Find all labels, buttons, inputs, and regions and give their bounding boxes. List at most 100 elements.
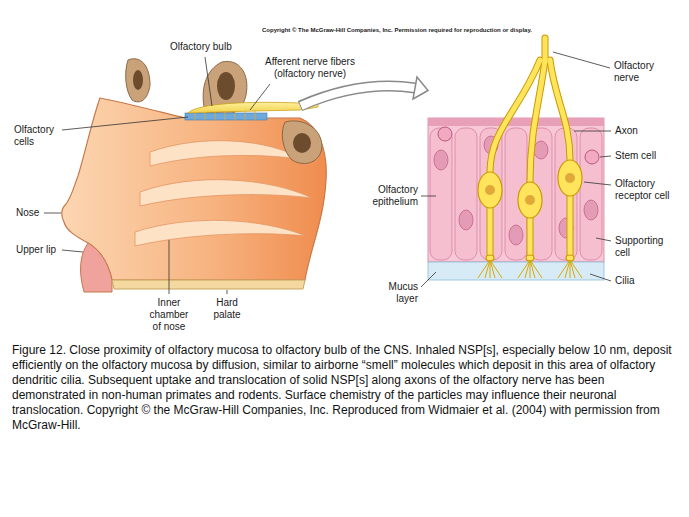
zoom-arrow bbox=[301, 86, 415, 106]
receptor-neurons bbox=[525, 195, 535, 205]
receptor-neurons bbox=[490, 38, 570, 256]
leader-lines bbox=[574, 131, 611, 132]
receptor-neurons bbox=[567, 196, 574, 256]
stem-cells bbox=[585, 150, 599, 164]
leader-lines bbox=[421, 272, 436, 287]
supporting-cells bbox=[455, 128, 477, 260]
receptor-neurons bbox=[478, 160, 582, 261]
leader-lines bbox=[169, 240, 170, 294]
cilia bbox=[558, 260, 582, 278]
nasal-cavity bbox=[62, 98, 326, 280]
stem-cells bbox=[438, 127, 452, 141]
part-label: Axon bbox=[615, 125, 638, 137]
receptor-neurons bbox=[490, 38, 570, 256]
leader-lines bbox=[44, 52, 611, 294]
part-label: Stem cell bbox=[615, 150, 656, 162]
turbinate bbox=[135, 220, 306, 246]
receptor-neurons bbox=[542, 38, 549, 62]
epithelium bbox=[428, 118, 604, 262]
afferent-fibers bbox=[235, 111, 236, 120]
leader-lines bbox=[590, 274, 611, 281]
leader-lines bbox=[44, 213, 61, 214]
receptor-neurons bbox=[565, 173, 575, 183]
stem-cells bbox=[438, 127, 599, 164]
cilia bbox=[478, 260, 502, 278]
part-label: Supporting cell bbox=[615, 235, 673, 259]
leader-lines bbox=[62, 117, 188, 130]
receptor-neurons bbox=[550, 60, 570, 160]
leader-lines bbox=[421, 196, 436, 197]
receptor-neurons bbox=[485, 185, 495, 195]
cilia bbox=[478, 260, 582, 278]
part-label: Olfactory nerve bbox=[614, 60, 672, 84]
leader-lines bbox=[250, 84, 270, 110]
part-label: Upper lip bbox=[16, 244, 56, 256]
part-label: Cilia bbox=[615, 275, 634, 287]
cell-nuclei bbox=[509, 225, 523, 245]
turbinate bbox=[150, 141, 304, 166]
part-label: Nose bbox=[16, 207, 39, 219]
receptor-neurons bbox=[528, 218, 533, 256]
copyright-notice: Copyright © The McGraw-Hill Companies, I… bbox=[262, 26, 532, 34]
afferent-fibers bbox=[255, 111, 256, 120]
receptor-neurons bbox=[478, 38, 582, 278]
hard-palate bbox=[112, 280, 305, 289]
bone-cavity bbox=[293, 133, 311, 153]
cell-nuclei bbox=[584, 200, 598, 220]
leader-lines bbox=[227, 290, 228, 294]
afferent-fibers bbox=[195, 111, 255, 120]
afferent-fibers bbox=[245, 111, 246, 120]
leader-lines bbox=[205, 57, 212, 106]
supporting-cells bbox=[430, 128, 602, 260]
cilia bbox=[518, 260, 542, 278]
olfactory-bulb bbox=[188, 101, 318, 113]
cell-nuclei bbox=[459, 210, 473, 230]
afferent-fibers bbox=[225, 112, 226, 120]
receptor-neurons bbox=[543, 38, 548, 62]
nasal-bone bbox=[126, 59, 150, 102]
leader-lines bbox=[553, 52, 610, 68]
leader-lines bbox=[62, 250, 83, 252]
basal-layer bbox=[428, 118, 604, 126]
zoom-arrow bbox=[300, 86, 415, 106]
supporting-cells bbox=[580, 128, 602, 260]
receptor-neurons bbox=[550, 60, 570, 160]
afferent-fibers bbox=[215, 112, 216, 120]
zoom-arrow bbox=[413, 77, 428, 99]
receptor-neurons bbox=[558, 160, 582, 196]
leader-lines bbox=[596, 238, 611, 241]
leader-lines bbox=[600, 156, 611, 157]
bone-cavity bbox=[133, 70, 143, 90]
receptor-neurons bbox=[487, 208, 494, 256]
supporting-cells bbox=[430, 128, 452, 260]
afferent-fibers bbox=[195, 113, 196, 120]
afferent-fibers bbox=[205, 112, 206, 120]
part-label: Inner chamber of nose bbox=[145, 297, 193, 333]
zoom-arrow bbox=[300, 77, 428, 106]
part-label: Olfactory epithelium bbox=[364, 184, 418, 208]
receptor-neurons bbox=[527, 218, 534, 256]
leader-lines bbox=[584, 182, 611, 185]
receptor-neurons bbox=[518, 182, 542, 218]
receptor-neurons bbox=[485, 173, 575, 205]
turbinate bbox=[140, 180, 312, 206]
head-section bbox=[62, 59, 326, 292]
receptor-neurons bbox=[530, 60, 545, 182]
cell-nuclei bbox=[434, 150, 448, 170]
part-label: Mucus layer bbox=[378, 281, 418, 305]
cell-nuclei bbox=[534, 141, 548, 159]
figure-caption: Figure 12. Close proximity of olfactory … bbox=[12, 343, 678, 433]
part-label: Olfactory cells bbox=[14, 124, 66, 148]
part-label: Hard palate bbox=[208, 297, 246, 321]
upper-lip bbox=[81, 243, 112, 292]
sphenoid-bone bbox=[282, 121, 322, 164]
receptor-neurons bbox=[488, 208, 493, 256]
part-label: Olfactory bulb bbox=[170, 41, 232, 53]
part-label: Afferent nerve fibers (olfactory nerve) bbox=[256, 56, 364, 80]
receptor-neurons bbox=[478, 172, 502, 208]
part-label: Olfactory receptor cell bbox=[615, 178, 673, 202]
epithelium-detail bbox=[428, 38, 604, 280]
receptor-neurons bbox=[568, 196, 573, 256]
bone-cavity bbox=[217, 72, 235, 100]
